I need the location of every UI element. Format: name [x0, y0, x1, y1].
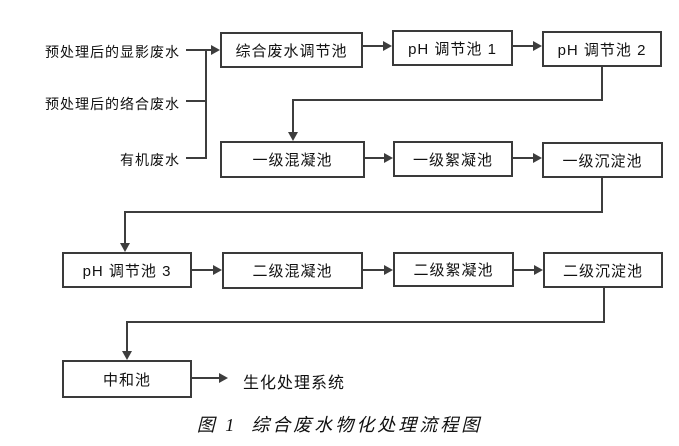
source-label-organic-wastewater: 有机废水 — [120, 152, 180, 168]
edge-floc2-to-sed2 — [514, 269, 535, 271]
node-ph-adjust-tank-2: pH 调节池 2 — [542, 31, 662, 67]
edge-ph2-into-mix1 — [292, 99, 294, 133]
output-biochemical-treatment-system: 生化处理系统 — [243, 375, 346, 392]
edge-sed1-into-ph3 — [124, 211, 126, 244]
edge-organic-to-trunk — [186, 157, 207, 159]
edge-ph2-down — [601, 67, 603, 101]
arrowhead-into-mix2 — [213, 265, 222, 275]
edge-mix2-to-floc2 — [363, 269, 385, 271]
node-primary-flocculation-tank: 一级絮凝池 — [393, 141, 513, 177]
source-label-complexing-wastewater: 预处理后的络合废水 — [45, 96, 180, 112]
node-secondary-flocculation-tank: 二级絮凝池 — [393, 252, 514, 287]
node-ph-adjust-tank-1: pH 调节池 1 — [392, 30, 513, 66]
figure-number: 图 1 — [196, 415, 238, 435]
node-neutralization-tank: 中和池 — [62, 360, 192, 398]
arrowhead-into-output — [219, 373, 228, 383]
node-primary-sedimentation-tank: 一级沉淀池 — [542, 142, 663, 178]
edge-developing-to-trunk — [186, 49, 212, 51]
edge-sed2-across — [126, 321, 605, 323]
node-secondary-coagulation-tank: 二级混凝池 — [222, 252, 363, 289]
edge-ph1-to-ph2 — [513, 45, 535, 47]
edge-sed2-into-neutral — [126, 321, 128, 352]
edge-neutral-to-output — [192, 377, 221, 379]
arrowhead-into-floc1 — [384, 153, 393, 163]
figure-title: 综合废水物化处理流程图 — [251, 415, 483, 435]
arrowhead-into-mix1 — [288, 132, 298, 141]
figure-caption: 图 1 综合废水物化处理流程图 — [0, 411, 679, 437]
edge-mix1-to-floc1 — [365, 157, 386, 159]
arrowhead-into-sed2 — [534, 265, 543, 275]
edge-regulating-to-ph1 — [363, 45, 385, 47]
node-comprehensive-regulating-tank: 综合废水调节池 — [220, 32, 363, 68]
edge-sed1-across — [124, 211, 603, 213]
node-secondary-sedimentation-tank: 二级沉淀池 — [543, 252, 663, 288]
edge-sed1-down — [601, 178, 603, 213]
edge-ph2-across — [292, 99, 603, 101]
arrowhead-into-floc2 — [384, 265, 393, 275]
arrowhead-into-regulating-tank — [211, 45, 220, 55]
arrowhead-into-sed1 — [533, 153, 542, 163]
node-primary-coagulation-tank: 一级混凝池 — [220, 141, 365, 178]
edge-floc1-to-sed1 — [513, 157, 535, 159]
arrowhead-into-neutral — [122, 351, 132, 360]
source-label-developing-wastewater: 预处理后的显影废水 — [45, 44, 180, 60]
edge-sed2-down — [603, 288, 605, 323]
edge-ph3-to-mix2 — [192, 269, 214, 271]
arrowhead-into-ph2 — [533, 41, 542, 51]
edge-complexing-to-trunk — [186, 100, 207, 102]
edge-source-trunk — [205, 49, 207, 159]
arrowhead-into-ph1 — [383, 41, 392, 51]
arrowhead-into-ph3 — [120, 243, 130, 252]
node-ph-adjust-tank-3: pH 调节池 3 — [62, 252, 192, 288]
